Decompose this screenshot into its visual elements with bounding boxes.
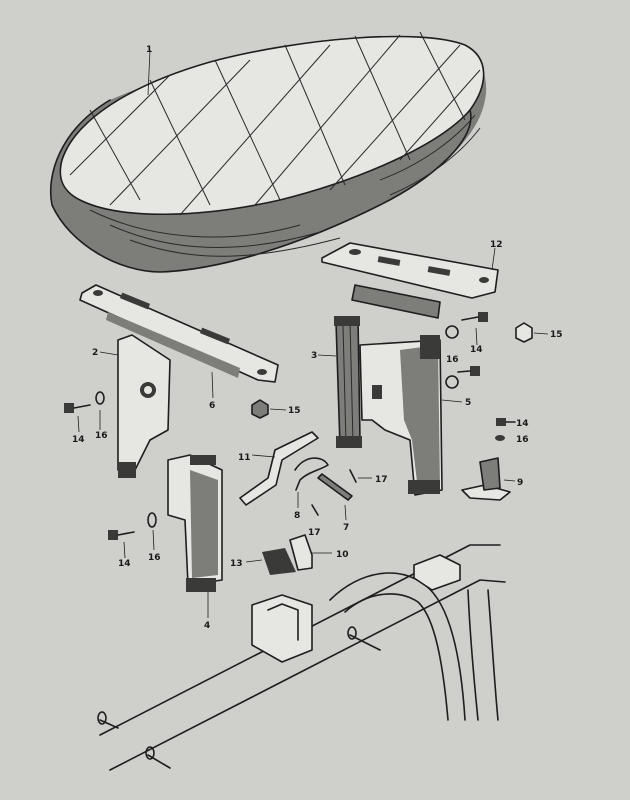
label-2: 2 [92, 348, 98, 358]
washer-16-c [445, 325, 459, 389]
label-4: 4 [204, 621, 210, 631]
bolt-14-b [108, 530, 135, 559]
nut-15-b [515, 322, 549, 343]
part-17-cotter-pins [311, 469, 372, 516]
nut-15-a [251, 399, 287, 419]
washer-16-d [495, 435, 505, 441]
label-7: 7 [343, 523, 349, 533]
seat [49, 31, 487, 273]
label-12: 12 [490, 240, 503, 250]
label-16-d: 16 [148, 553, 161, 563]
bolt-14-c [461, 312, 488, 346]
label-6: 6 [209, 401, 215, 411]
seat-side-pleats [89, 114, 481, 257]
part-3-channel [317, 316, 362, 448]
bolt-14-a [64, 403, 91, 433]
label-1: 1 [146, 45, 152, 55]
label-9: 9 [517, 478, 523, 488]
part-11-latch-lever [239, 431, 319, 506]
label-5: 5 [465, 398, 471, 408]
washer-16-a [95, 391, 105, 430]
part-8-spring [294, 457, 329, 508]
part-7-pin [317, 473, 353, 521]
label-16-c: 16 [516, 435, 529, 445]
part-9-clip [461, 457, 516, 501]
part-13-rubber-buffer [245, 548, 296, 575]
part-2-hinge-plate [99, 334, 171, 478]
label-3: 3 [311, 351, 317, 361]
label-11: 11 [238, 453, 251, 463]
washer-16-b [147, 512, 157, 551]
label-8: 8 [294, 511, 300, 521]
label-15-a: 15 [288, 406, 301, 416]
seat-quilt-pattern [69, 31, 481, 216]
label-15-b: 15 [550, 330, 563, 340]
part-10-catch [289, 534, 332, 571]
label-10: 10 [336, 550, 349, 560]
bolt-14-e [457, 366, 480, 376]
label-13: 13 [230, 559, 243, 569]
part-4-lower-plate [167, 454, 223, 618]
label-16-a: 16 [95, 431, 108, 441]
frame [97, 544, 506, 771]
label-14-a: 14 [72, 435, 85, 445]
label-17-b: 17 [308, 528, 321, 538]
label-14-c: 14 [516, 419, 529, 429]
part-12-rear-bracket [321, 242, 499, 319]
label-16-b: 16 [446, 355, 459, 365]
part-5-rear-plate [359, 335, 463, 496]
label-17-a: 17 [375, 475, 388, 485]
part-labels: 1 12 2 3 6 5 15 15 14 16 14 16 14 16 11 … [72, 45, 563, 631]
label-14-b: 14 [470, 345, 483, 355]
bolt-14-d [496, 418, 516, 426]
part-6-front-bracket [79, 284, 279, 399]
label-14-d: 14 [118, 559, 131, 569]
